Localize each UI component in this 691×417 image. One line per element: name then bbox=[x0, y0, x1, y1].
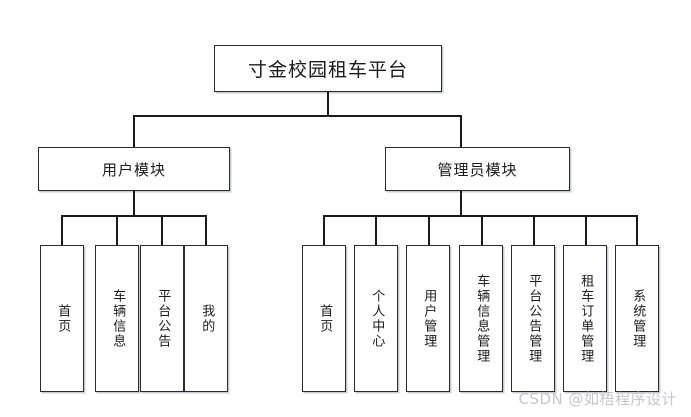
connector-drop-user-leaf-0 bbox=[61, 215, 63, 245]
connector-drop-admin-leaf-5 bbox=[585, 215, 587, 245]
node-admin-leaf-personal-center-label: 个人中心 bbox=[369, 288, 385, 349]
node-admin-leaf-announcement-management-label: 平台公告管理 bbox=[526, 273, 542, 364]
node-user-leaf-mine-label: 我的 bbox=[199, 303, 215, 334]
node-root-label: 寸金校园租车平台 bbox=[247, 59, 408, 81]
node-user-leaf-announcement[interactable]: 平台公告 bbox=[140, 245, 184, 392]
connector-user-stem bbox=[133, 191, 135, 216]
connector-root-stem bbox=[327, 92, 329, 116]
node-admin-leaf-user-management[interactable]: 用户管理 bbox=[406, 245, 450, 392]
connector-drop-user-leaf-2 bbox=[161, 215, 163, 245]
node-admin-leaf-rental-order-management-label: 租车订单管理 bbox=[578, 273, 594, 364]
node-user-leaf-announcement-label: 平台公告 bbox=[155, 288, 171, 349]
node-user-leaf-vehicle-info-label: 车辆信息 bbox=[110, 288, 126, 349]
csdn-watermark: CSDN @如梧程序设计 bbox=[518, 390, 677, 408]
connector-user-bus bbox=[61, 215, 206, 217]
node-user-leaf-mine[interactable]: 我的 bbox=[184, 245, 228, 392]
node-admin-leaf-system-management[interactable]: 系统管理 bbox=[615, 245, 659, 392]
connector-level2-bus bbox=[133, 115, 461, 117]
connector-drop-admin-leaf-0 bbox=[323, 215, 325, 245]
connector-drop-user-leaf-1 bbox=[116, 215, 118, 245]
connector-drop-admin-leaf-3 bbox=[481, 215, 483, 245]
connector-drop-admin-leaf-1 bbox=[375, 215, 377, 245]
connector-drop-admin-module bbox=[460, 115, 462, 147]
connector-drop-user-leaf-3 bbox=[205, 215, 207, 245]
node-admin-leaf-home-label: 首页 bbox=[317, 303, 333, 334]
node-admin-leaf-announcement-management[interactable]: 平台公告管理 bbox=[511, 245, 555, 392]
connector-admin-stem bbox=[460, 191, 462, 216]
node-admin-leaf-vehicle-info-management-label: 车辆信息管理 bbox=[474, 273, 490, 364]
node-admin-leaf-personal-center[interactable]: 个人中心 bbox=[354, 245, 398, 392]
connector-drop-admin-leaf-4 bbox=[533, 215, 535, 245]
connector-drop-user-module bbox=[133, 115, 135, 147]
node-admin-module-label: 管理员模块 bbox=[437, 160, 518, 179]
node-root-platform[interactable]: 寸金校园租车平台 bbox=[214, 45, 442, 92]
connector-drop-admin-leaf-6 bbox=[636, 215, 638, 245]
node-admin-leaf-user-management-label: 用户管理 bbox=[421, 288, 437, 349]
node-admin-leaf-system-management-label: 系统管理 bbox=[630, 288, 646, 349]
node-user-module-label: 用户模块 bbox=[101, 160, 166, 179]
node-user-module[interactable]: 用户模块 bbox=[38, 147, 230, 191]
node-admin-leaf-vehicle-info-management[interactable]: 车辆信息管理 bbox=[459, 245, 503, 392]
connector-drop-admin-leaf-2 bbox=[428, 215, 430, 245]
node-user-leaf-home-label: 首页 bbox=[55, 303, 71, 334]
node-admin-module[interactable]: 管理员模块 bbox=[385, 147, 570, 191]
node-user-leaf-vehicle-info[interactable]: 车辆信息 bbox=[95, 245, 139, 392]
node-admin-leaf-home[interactable]: 首页 bbox=[302, 245, 346, 392]
node-admin-leaf-rental-order-management[interactable]: 租车订单管理 bbox=[563, 245, 607, 392]
node-user-leaf-home[interactable]: 首页 bbox=[40, 245, 84, 392]
connector-admin-bus bbox=[323, 215, 636, 217]
